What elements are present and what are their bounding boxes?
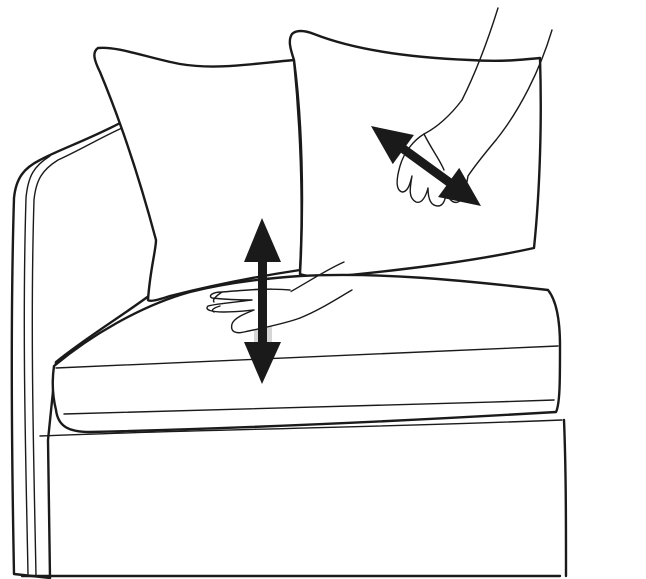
sofa-base-right [564, 420, 566, 576]
